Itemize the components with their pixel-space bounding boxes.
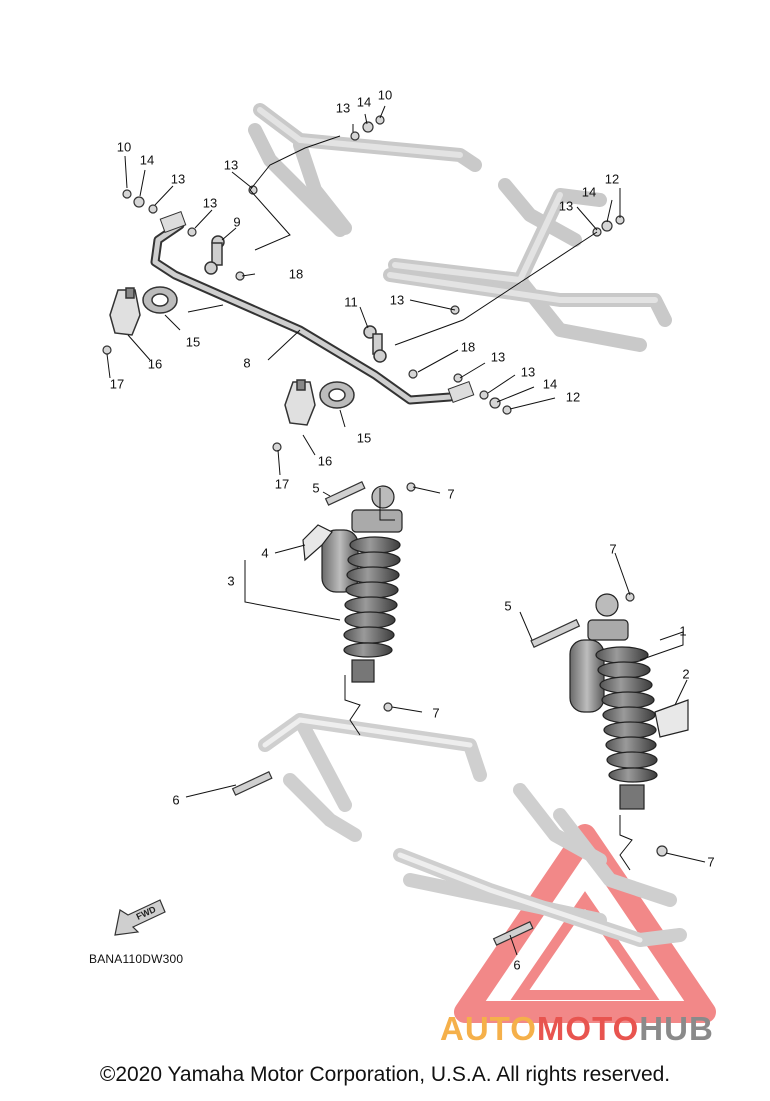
stabilizer-links	[204, 235, 387, 363]
callout-6: 6	[513, 957, 521, 973]
bolts	[231, 481, 581, 946]
callout-7: 7	[432, 705, 440, 721]
callout-12: 12	[565, 389, 581, 405]
callout-13: 13	[202, 195, 218, 211]
callout-12: 12	[604, 171, 620, 187]
stabilizer-bar	[150, 211, 475, 405]
callout-13: 13	[389, 292, 405, 308]
watermark-hub: HUB	[639, 1010, 714, 1047]
watermark-auto: AUTO	[440, 1010, 537, 1047]
callout-16: 16	[147, 356, 163, 372]
callout-17: 17	[274, 476, 290, 492]
copyright-notice: ©2020 Yamaha Motor Corporation, U.S.A. A…	[99, 1063, 671, 1086]
callout-14: 14	[581, 184, 597, 200]
callout-14: 14	[356, 94, 372, 110]
callout-2: 2	[682, 666, 690, 682]
shock-absorber-front	[302, 485, 403, 683]
small-hardware	[102, 115, 668, 857]
callout-13: 13	[335, 100, 351, 116]
callout-7: 7	[609, 541, 617, 557]
callout-17: 17	[109, 376, 125, 392]
callout-14: 14	[542, 376, 558, 392]
callout-13: 13	[558, 198, 574, 214]
callout-10: 10	[116, 139, 132, 155]
callout-5: 5	[312, 480, 320, 496]
callout-13: 13	[223, 157, 239, 173]
callout-9: 9	[233, 214, 241, 230]
watermark-moto: MOTO	[536, 1010, 640, 1047]
callout-13: 13	[520, 364, 536, 380]
callout-15: 15	[185, 334, 201, 350]
callout-1: 1	[679, 623, 687, 639]
callout-16: 16	[317, 453, 333, 469]
callout-7: 7	[447, 486, 455, 502]
callout-15: 15	[356, 430, 372, 446]
callout-13: 13	[170, 171, 186, 187]
callout-13: 13	[490, 349, 506, 365]
callout-18: 18	[460, 339, 476, 355]
shock-absorber-rear	[569, 593, 689, 810]
callout-10: 10	[377, 87, 393, 103]
bushing-brackets	[109, 286, 355, 426]
watermark-text: AUTOMOTOHUB	[440, 1010, 714, 1048]
callout-14: 14	[139, 152, 155, 168]
callout-4: 4	[261, 545, 269, 561]
callout-8: 8	[243, 355, 251, 371]
fwd-arrow-icon: FWD	[114, 899, 166, 936]
callout-3: 3	[227, 573, 235, 589]
callout-11: 11	[344, 294, 358, 310]
callout-18: 18	[288, 266, 304, 282]
callout-5: 5	[504, 598, 512, 614]
leader-lines	[106, 105, 706, 956]
diagram-part-code: BANA110DW300	[89, 952, 184, 966]
callout-6: 6	[172, 792, 180, 808]
callout-7: 7	[707, 854, 715, 870]
